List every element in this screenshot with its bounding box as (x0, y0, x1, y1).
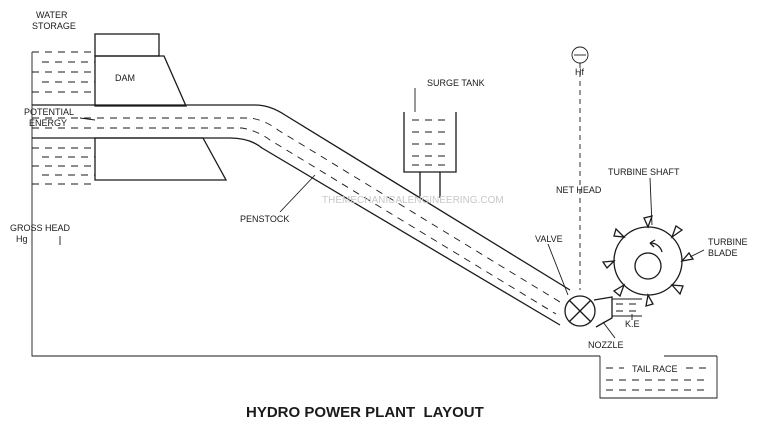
label-surge-tank: SURGE TANK (427, 78, 485, 88)
label-turbine: TURBINE (708, 237, 748, 247)
label-tail-race: TAIL RACE (632, 364, 678, 374)
label-net-head: NET HEAD (556, 185, 602, 195)
label-storage: STORAGE (32, 21, 76, 31)
reservoir-water (32, 51, 95, 185)
diagram-title: HYDRO POWER PLANT LAYOUT (246, 404, 484, 421)
label-energy: ENERGY (29, 118, 67, 128)
surge-tank (403, 112, 457, 198)
label-dam: DAM (115, 73, 135, 83)
nozzle (593, 296, 642, 328)
leader-lines (59, 88, 705, 339)
label-valve: VALVE (535, 234, 563, 244)
label-gross-head: GROSS HEAD (10, 223, 71, 233)
label-ke: K.E (625, 319, 640, 329)
label-hg: Hg (16, 234, 28, 244)
ground-lines (31, 52, 718, 399)
penstock-pipe (32, 104, 571, 326)
label-nozzle: NOZZLE (588, 340, 624, 350)
watermark: THEMECHANICALENGINEERING.COM (322, 195, 504, 206)
label-penstock: PENSTOCK (240, 214, 289, 224)
head-indicator (571, 46, 589, 290)
label-potential: POTENTIAL (24, 107, 74, 117)
label-turbine-shaft: TURBINE SHAFT (608, 167, 680, 177)
label-blade: BLADE (708, 248, 738, 258)
label-water: WATER (36, 10, 68, 20)
turbine (601, 215, 695, 307)
valve-icon (564, 295, 596, 327)
turbine-blades (601, 215, 695, 307)
label-hf: Hf (575, 67, 584, 77)
dam (94, 33, 228, 181)
